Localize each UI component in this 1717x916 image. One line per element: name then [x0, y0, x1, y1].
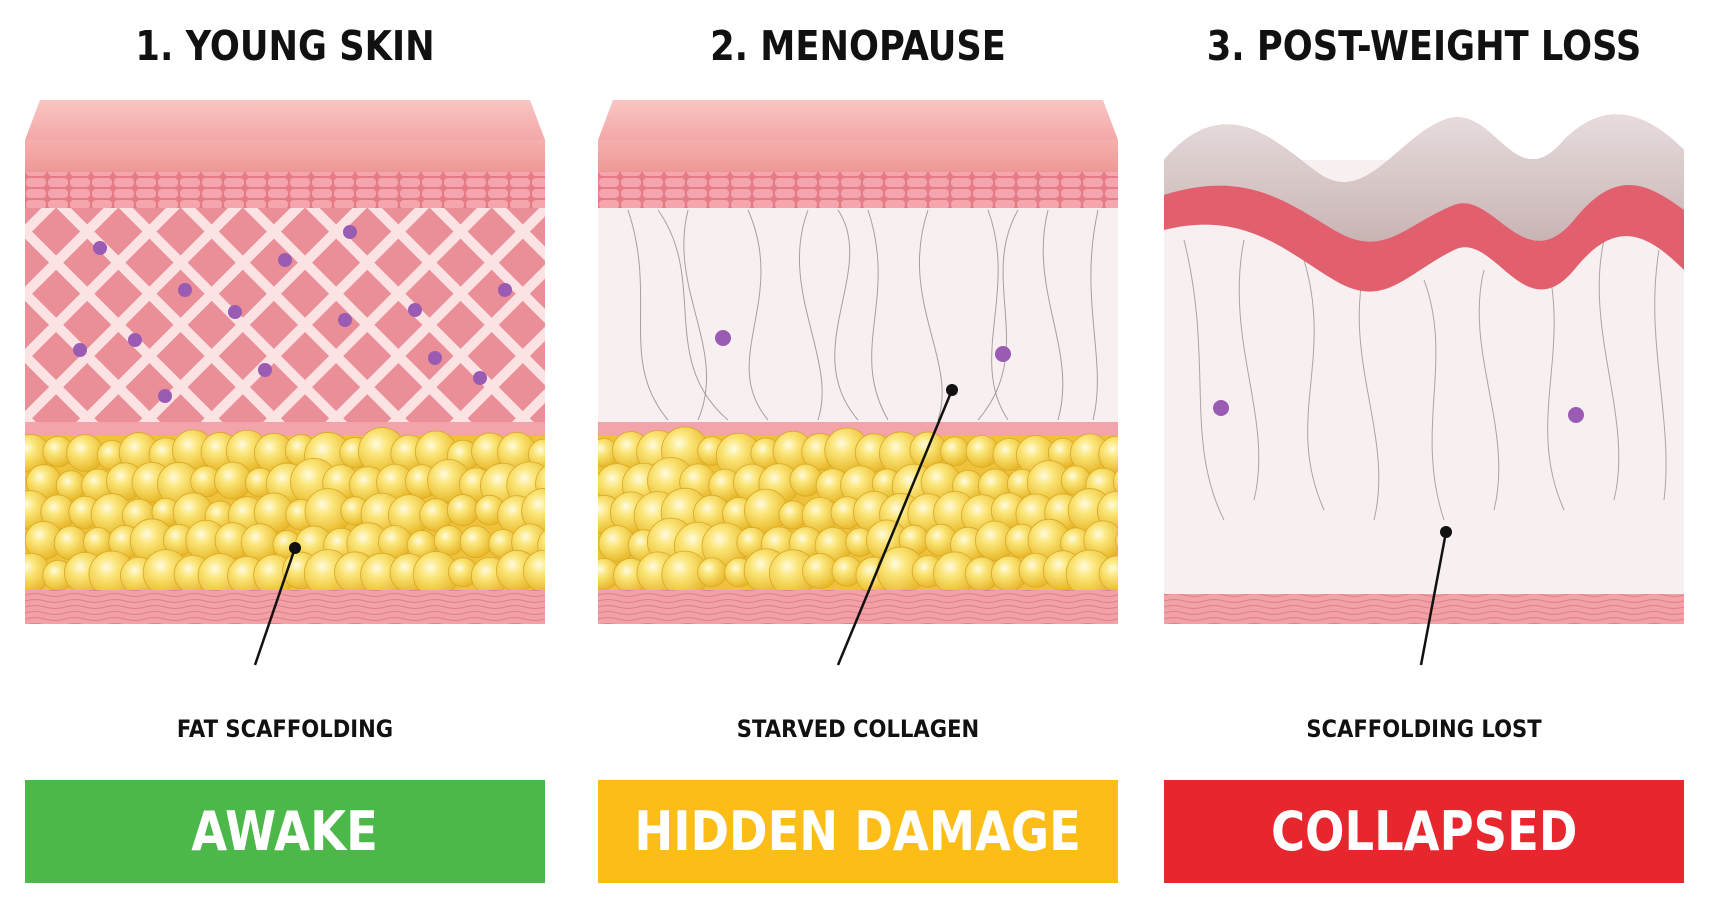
muscle-layer — [1164, 594, 1684, 624]
panel-title: 3. POST-WEIGHT LOSS — [1206, 22, 1642, 70]
panel-title: 1. YOUNG SKIN — [135, 22, 435, 70]
status-banner-awake: AWAKE — [25, 780, 545, 883]
fibroblast-cells — [73, 225, 512, 403]
callout-label: SCAFFOLDING LOST — [1306, 715, 1542, 743]
fat-cell — [940, 436, 970, 466]
fat-cell — [1115, 532, 1118, 550]
callout-pointer — [253, 542, 301, 666]
skin-cross-section-menopause — [598, 100, 1118, 666]
epidermis-layer — [25, 100, 545, 208]
status-banner-hidden-damage: HIDDEN DAMAGE — [598, 780, 1118, 883]
fat-cell — [1112, 469, 1118, 494]
fat-cell — [459, 525, 493, 559]
fat-cell — [433, 525, 465, 556]
epidermis-layer — [598, 100, 1118, 208]
dermis-boundary — [25, 422, 545, 436]
status-text: COLLAPSED — [1270, 800, 1578, 863]
skin-cross-section-collapsed — [1164, 114, 1684, 666]
wrinkled-epidermis — [1164, 114, 1684, 292]
status-text: HIDDEN DAMAGE — [634, 800, 1082, 863]
fat-layer — [598, 426, 1118, 599]
muscle-layer — [25, 590, 545, 624]
panel-menopause: 2. MENOPAUSE — [598, 0, 1118, 916]
panel-young-skin: 1. YOUNG SKIN FAT SCAFFOLDING AWAK — [25, 0, 545, 916]
status-text: AWAKE — [191, 800, 379, 863]
panel-title: 2. MENOPAUSE — [710, 22, 1006, 70]
callout-label: FAT SCAFFOLDING — [176, 715, 394, 743]
fat-cell — [697, 557, 727, 588]
dermis-boundary — [598, 422, 1118, 436]
panel-post-weight-loss: 3. POST-WEIGHT LOSS SCAFFOLDING LOST CO — [1164, 0, 1684, 916]
callout-pointer — [1419, 526, 1452, 666]
skin-cross-section-young — [25, 100, 545, 666]
status-banner-collapsed: COLLAPSED — [1164, 780, 1684, 883]
fibroblast-cells — [715, 330, 1011, 362]
dermis-collagen-lattice — [25, 208, 545, 428]
fat-cell — [446, 494, 480, 527]
fibroblast-cells — [1213, 400, 1584, 423]
callout-pointer — [836, 384, 958, 666]
callout-label: STARVED COLLAGEN — [736, 715, 980, 743]
fat-layer — [25, 427, 545, 598]
dermis-sparse-collagen — [598, 208, 1118, 422]
